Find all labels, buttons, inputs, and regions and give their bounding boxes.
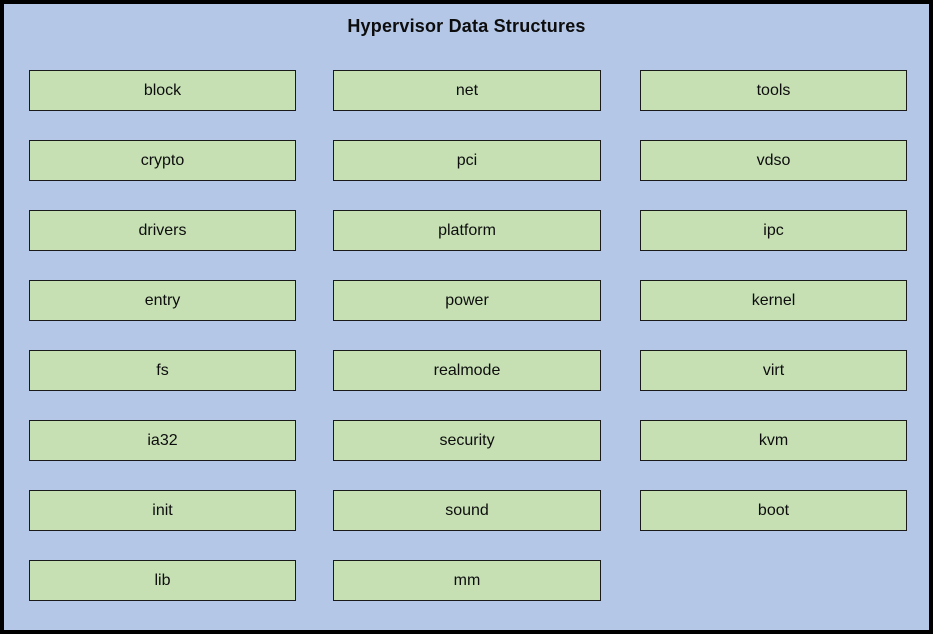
module-box-fs: fs — [29, 350, 296, 391]
module-box-vdso: vdso — [640, 140, 907, 181]
module-box-platform: platform — [333, 210, 601, 251]
column-left: block crypto drivers entry fs ia32 init lib — [29, 70, 296, 601]
module-box-block: block — [29, 70, 296, 111]
column-right: tools vdso ipc kernel virt kvm boot — [640, 70, 907, 531]
module-box-ipc: ipc — [640, 210, 907, 251]
module-box-sound: sound — [333, 490, 601, 531]
module-box-realmode: realmode — [333, 350, 601, 391]
diagram-title: Hypervisor Data Structures — [347, 16, 586, 36]
module-box-mm: mm — [333, 560, 601, 601]
module-box-tools: tools — [640, 70, 907, 111]
module-box-security: security — [333, 420, 601, 461]
module-box-net: net — [333, 70, 601, 111]
module-box-pci: pci — [333, 140, 601, 181]
module-box-entry: entry — [29, 280, 296, 321]
module-box-power: power — [333, 280, 601, 321]
module-box-ia32: ia32 — [29, 420, 296, 461]
module-box-kernel: kernel — [640, 280, 907, 321]
module-box-boot: boot — [640, 490, 907, 531]
module-box-virt: virt — [640, 350, 907, 391]
column-middle: net pci platform power realmode security sound… — [333, 70, 601, 601]
module-box-lib: lib — [29, 560, 296, 601]
module-box-init: init — [29, 490, 296, 531]
module-box-crypto: crypto — [29, 140, 296, 181]
module-box-drivers: drivers — [29, 210, 296, 251]
module-box-kvm: kvm — [640, 420, 907, 461]
